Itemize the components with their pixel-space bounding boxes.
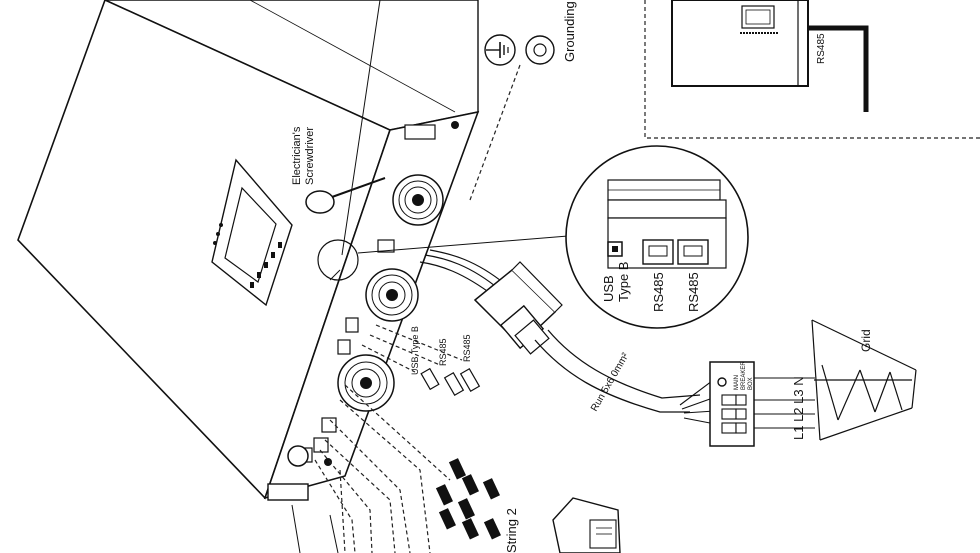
dashed-enclosure (644, 0, 980, 139)
pv-string-connectors: String 2 (435, 458, 519, 553)
rs485-remote-cable (808, 25, 869, 112)
rs485-remote-label: RS485 (816, 33, 827, 64)
zoom-leader-line (357, 235, 569, 254)
cable-spec-label: Run 5x6 0mm² (589, 351, 632, 414)
zoom-rs485-port-b-icon (677, 239, 709, 265)
junction-box (419, 249, 563, 355)
dashed-cable-runs (314, 324, 463, 553)
breaker-ground-terminal-icon (717, 377, 727, 387)
partial-device-bottom (552, 497, 621, 553)
usb-type-b-label: USB Type B (410, 326, 420, 375)
cooling-fan-icon (365, 268, 419, 322)
port-detail-zoom: USB Type B RS485 RS485 (357, 145, 749, 329)
remote-device-body (671, 0, 809, 87)
inverter-lcd-screen (224, 186, 277, 283)
rs485-port-highlight-circle (317, 239, 359, 281)
grounding-section: Grounding (469, 1, 577, 201)
grounding-label: Grounding (562, 1, 577, 62)
dc-switch-knob (287, 445, 309, 467)
ac-cable: Run 5x6 0mm² (534, 329, 737, 429)
phase-labels: L1 L2 L3 N (791, 376, 806, 440)
remote-monitor-section: RS485 (644, 0, 980, 139)
inverter-unit: Electrician's Screwdriver (17, 0, 480, 501)
screwdriver-icon (305, 0, 386, 256)
zoom-usb-label-line2: Type B (616, 262, 631, 302)
inverter-button-icons (213, 223, 282, 288)
zoom-usb-label-line1: USB (601, 275, 616, 302)
rs485-b-label: RS485 (462, 334, 472, 362)
breaker-label-line3: BOX (748, 377, 754, 390)
port-plugs: USB Type B RS485 RS485 (410, 326, 481, 396)
string2-label: String 2 (504, 508, 519, 553)
grounding-dashed-lead (469, 64, 521, 201)
rj45-plug-icon (420, 367, 481, 396)
cooling-fan-icon (392, 174, 444, 226)
grounding-terminal-icon (525, 35, 555, 65)
zoom-rs485-a-label: RS485 (651, 272, 666, 312)
grid-tower-icon (811, 319, 917, 441)
screwdriver-label-line1: Electrician's (291, 126, 303, 185)
zoom-rs485-b-label: RS485 (686, 272, 701, 312)
main-breaker-box: MAIN BREAKER BOX L1 L2 L3 N (709, 361, 815, 447)
breaker-label-line2: BREAKER (741, 361, 747, 390)
zoom-rs485-port-a-icon (642, 239, 674, 265)
breaker-label-line1: MAIN (734, 375, 740, 390)
grid-label: Grid (859, 329, 873, 352)
breaker-switch-icons (721, 394, 747, 434)
screwdriver-label-line2: Screwdriver (304, 127, 316, 185)
cooling-fan-icon (337, 354, 395, 412)
mounting-foot (267, 483, 309, 501)
remote-device-screen (741, 5, 775, 29)
